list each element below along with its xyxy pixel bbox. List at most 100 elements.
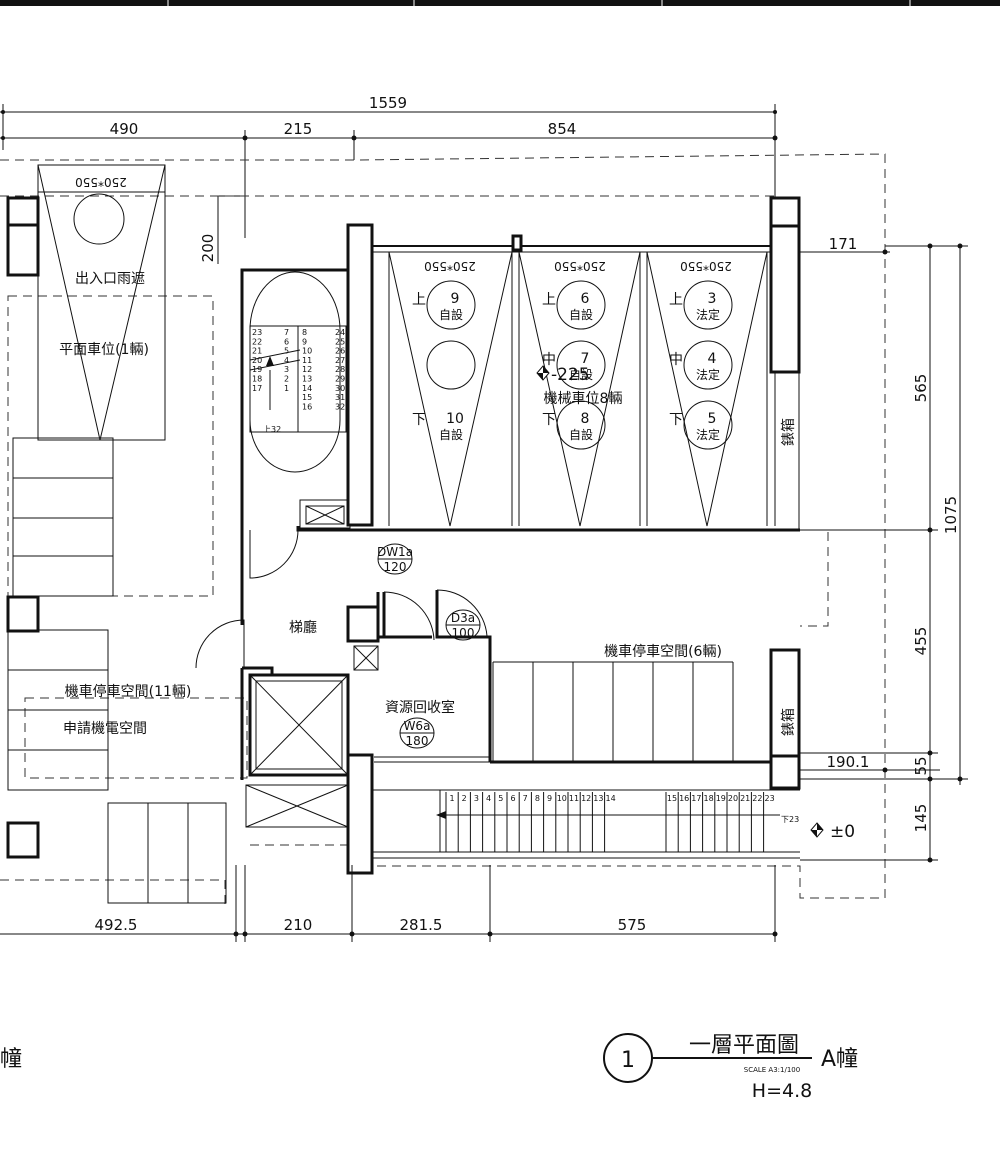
dim-right-offset-bottom: 190.1: [827, 753, 870, 771]
dim-bottom-3: 281.5: [400, 916, 443, 934]
step-number: 6: [510, 794, 515, 803]
door-tag-dw1a: DW1a 120: [377, 543, 413, 575]
meter-box-upper: 錶箱: [781, 418, 797, 446]
step-number: 21: [740, 794, 750, 803]
flat-parking-label: 平面車位(1輛): [59, 341, 149, 358]
dim-right-offset-top: 171: [829, 235, 858, 253]
stair-step-number: 29: [335, 375, 345, 384]
stair-step-number: 28: [335, 365, 345, 374]
stair-step-number: 30: [335, 384, 345, 393]
dim-top-right: 854: [548, 120, 577, 138]
elevation-marker-ground: ±0: [810, 822, 855, 842]
step-number: 11: [569, 794, 579, 803]
step-number: 5: [498, 794, 503, 803]
stair-step-number: 31: [335, 393, 345, 402]
stair-step-number: 15: [302, 393, 312, 402]
title-left-fragment: 幢: [0, 1047, 22, 1072]
drawing-number: 1: [621, 1048, 635, 1073]
ground-level: ±0: [830, 822, 855, 842]
step-number: 8: [535, 794, 540, 803]
parking-slot-type: 法定: [696, 367, 720, 382]
top-dimensions: 1559 490 215 854 200: [0, 94, 778, 264]
slot-size-label: 250*550: [680, 259, 732, 273]
stair-step-number: 11: [302, 356, 312, 365]
stair-up-label: 上32: [263, 425, 281, 434]
parking-slot-position: 上: [542, 292, 556, 308]
door-code-dw1a: DW1a: [377, 545, 413, 559]
parking-slot-circle: [683, 400, 733, 450]
parking-slot-type: 自設: [569, 427, 593, 442]
dim-top-middle: 215: [284, 120, 313, 138]
scooter-6-area: 機車停車空間(6輛) 錶箱: [490, 643, 801, 790]
stair-step-number: 27: [335, 356, 345, 365]
step-number: 2: [462, 794, 467, 803]
stair-step-number: 4: [284, 356, 289, 365]
stair-step-number: 14: [302, 384, 312, 393]
stair-step-number: 6: [284, 337, 289, 346]
stair-step-number: 5: [284, 347, 289, 356]
building-label: A幢: [821, 1047, 858, 1072]
parking-slot-number: 3: [708, 291, 717, 307]
parking-slot-circle: [683, 340, 733, 390]
step-number: 10: [557, 794, 567, 803]
height-label: H=4.8: [752, 1080, 812, 1102]
stair-step-number: 21: [252, 347, 262, 356]
parking-slot-circle: [556, 280, 606, 330]
dim-overall-width: 1559: [369, 94, 407, 112]
parking-slot-position: 上: [412, 292, 426, 308]
recycle-room: 資源回收室: [374, 589, 492, 763]
dim-right-total: 1075: [942, 496, 960, 534]
stair-step-number: 12: [302, 365, 312, 374]
top-frame-bar: [0, 0, 1000, 6]
step-number: 15: [667, 794, 677, 803]
step-number: 16: [679, 794, 689, 803]
ev-space-label: 申請機電空間: [63, 721, 147, 737]
parking-slot-number: 7: [581, 351, 590, 367]
bottom-dimensions: 492.5 210 281.5 575: [0, 865, 778, 942]
step-number: 23: [765, 794, 775, 803]
door-code-w6a: W6a: [404, 719, 431, 733]
dim-bottom-1: 492.5: [95, 916, 138, 934]
scooter-11-label: 機車停車空間(11輛): [65, 683, 192, 700]
parking-slot-type: 自設: [569, 367, 593, 382]
parking-slot-position: 下: [669, 412, 683, 428]
dim-top-left: 490: [110, 120, 139, 138]
top-frame-ticks: [167, 0, 911, 6]
parking-slot-number: 10: [446, 411, 464, 427]
parking-slot-type: 自設: [439, 307, 463, 322]
step-number: 17: [691, 794, 701, 803]
step-number: 19: [716, 794, 726, 803]
stair-core: 2322212019181776543218910111213141516242…: [195, 250, 800, 828]
stair-step-number: 24: [335, 328, 345, 337]
left-parking-area: 250*550 出入口雨遮 平面車位(1輛) 機車停車空間(11輛) 申請機電空…: [6, 164, 227, 904]
lobby-label: 梯廳: [289, 619, 317, 636]
parking-slot-position: 上: [669, 292, 683, 308]
dim-canopy-depth: 200: [199, 234, 217, 263]
meter-box-lower: 錶箱: [781, 708, 797, 736]
parking-slot-circle: [556, 400, 606, 450]
dim-right-h2: 455: [912, 627, 930, 656]
stair-step-number: 7: [284, 328, 289, 337]
dim-bottom-4: 575: [618, 916, 647, 934]
scooter-6-label: 機車停車空間(6輛): [604, 643, 722, 660]
step-number: 9: [547, 794, 552, 803]
door-code-d3a: D3a: [451, 611, 475, 625]
step-number: 22: [752, 794, 762, 803]
step-number: 14: [606, 794, 616, 803]
step-number: 18: [704, 794, 714, 803]
dim-right-h4: 145: [912, 804, 930, 833]
parking-slot-circle: [556, 340, 606, 390]
parking-slot-number: 6: [581, 291, 590, 307]
slot-size-label: 250*550: [554, 259, 606, 273]
stair-down-label: 下23: [781, 815, 799, 824]
step-number: 13: [593, 794, 603, 803]
recycle-label: 資源回收室: [385, 699, 455, 716]
stair-step-number: 25: [335, 337, 345, 346]
step-number: 7: [523, 794, 528, 803]
